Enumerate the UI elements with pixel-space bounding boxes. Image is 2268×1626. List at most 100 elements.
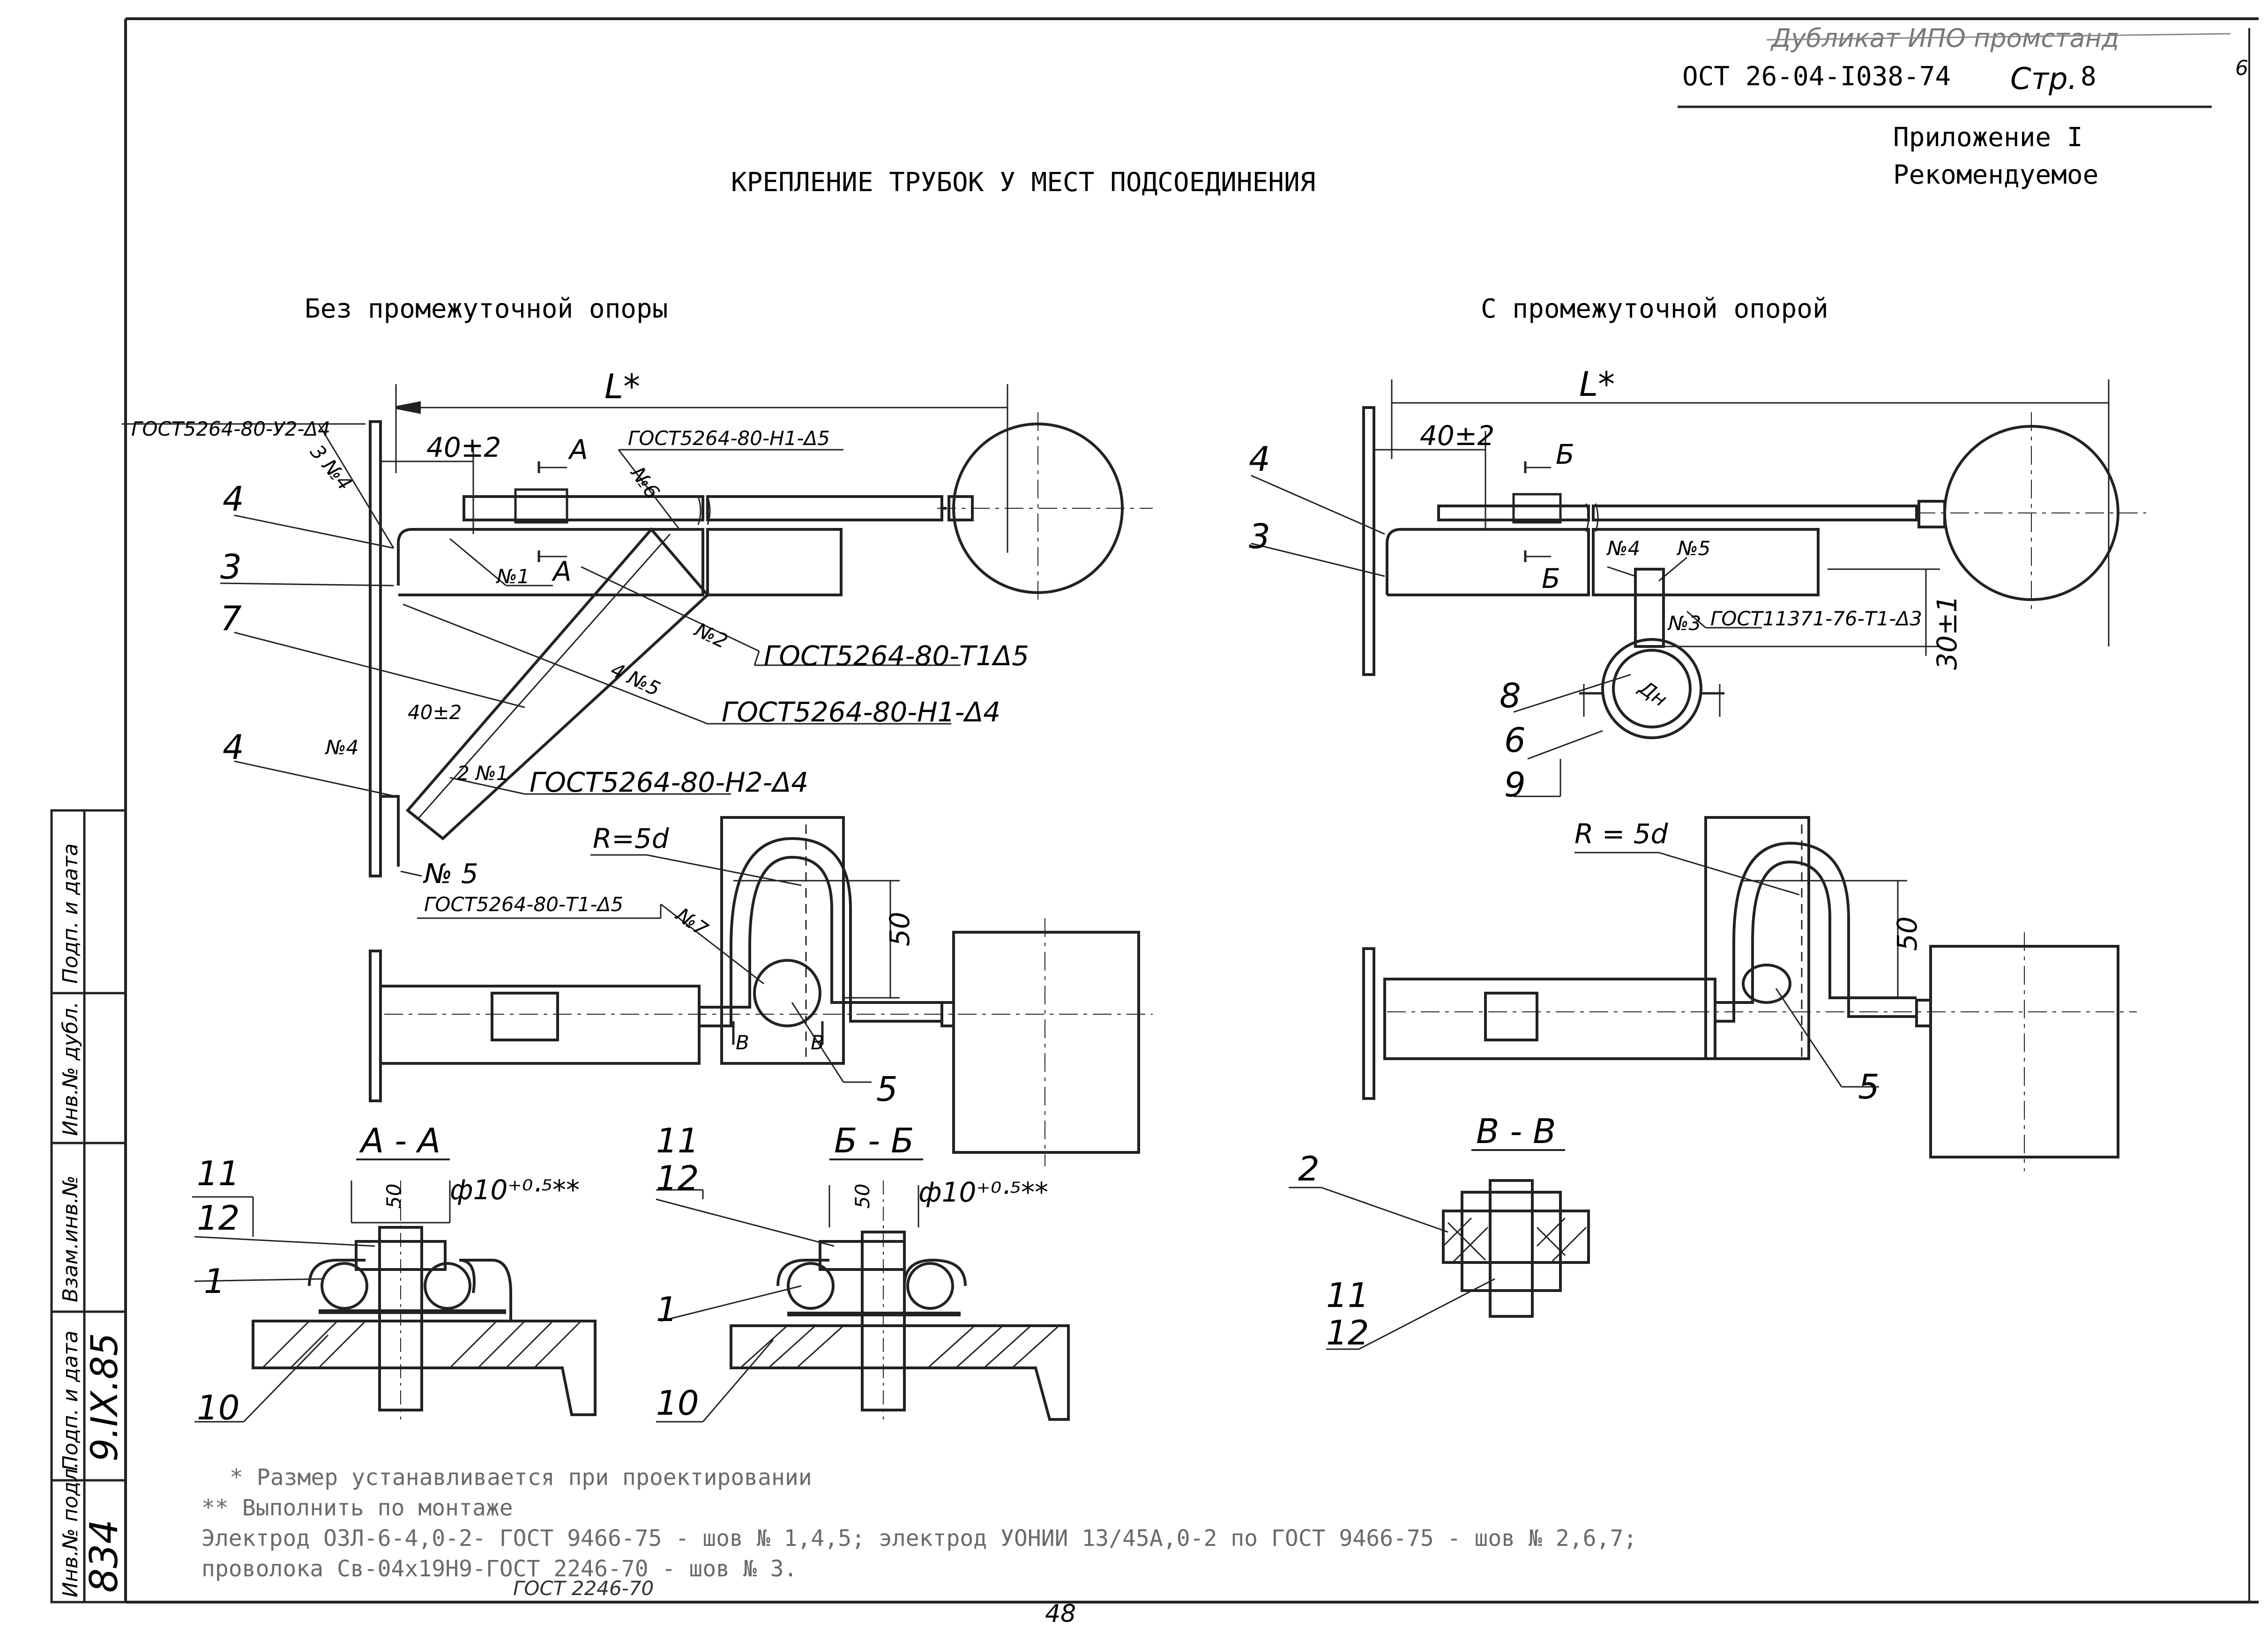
- header-block: ОСТ 26-04-I038-74 Стр. 8 Дубликат ИПО пр…: [1678, 23, 2248, 190]
- note-strike-insert: ГОСТ 2246-70: [513, 1577, 654, 1600]
- right-section-b: Б: [1556, 438, 1574, 470]
- right-weld-no3: №3: [1667, 612, 1701, 635]
- left-part-5: 5: [876, 1069, 898, 1109]
- left-weld-no4-low: №4: [325, 736, 358, 759]
- left-gost-n1-5: ГОСТ5264-80-Н1-Δ5: [628, 427, 830, 450]
- right-heading: С промежуточной опорой: [1481, 294, 1828, 324]
- left-weld-no5-low: № 5: [423, 858, 478, 890]
- left-section-a: А: [567, 434, 588, 466]
- page-number: 8: [2081, 61, 2096, 92]
- left-bottom-labels: R=5d ГОСТ5264-80-Т1-Δ5 №7 50 В В 5: [424, 823, 916, 1109]
- left-gost-t1-5: ГОСТ5264-80-Т1Δ5: [764, 640, 1029, 672]
- right-gost-11371: ГОСТ11371-76-Т1-Δ3: [1710, 607, 1922, 630]
- left-part-4-low: 4: [223, 728, 244, 767]
- left-dim-50: 50: [884, 912, 916, 946]
- left-weld-no5-mid: 4 №5: [607, 658, 664, 701]
- note-line-1: * Размер устанавливается при проектирова…: [230, 1464, 812, 1491]
- right-part-5: 5: [1858, 1067, 1880, 1106]
- left-section-b1: В: [736, 1031, 749, 1054]
- left-bottom-gost-t1-5: ГОСТ5264-80-Т1-Δ5: [424, 893, 623, 916]
- drawing-title: КРЕПЛЕНИЕ ТРУБОК У МЕСТ ПОДСОЕДИНЕНИЯ: [731, 167, 1315, 198]
- section-vv-title: В - В: [1476, 1112, 1556, 1151]
- left-weld-no1: №1: [496, 565, 530, 588]
- left-weld-no7: №7: [671, 903, 713, 941]
- side-stamp-labels: Подп. и дата Инв.№ дубл. Взам.инв.№ Подп…: [59, 843, 127, 1597]
- right-part-4: 4: [1249, 439, 1270, 479]
- section-vv-12: 12: [1326, 1313, 1369, 1352]
- section-aa-50: 50: [382, 1184, 405, 1209]
- left-part-7: 7: [220, 599, 242, 638]
- section-vv-11: 11: [1326, 1276, 1369, 1315]
- right-dim-length: L*: [1579, 364, 1615, 404]
- section-bb-50: 50: [851, 1184, 874, 1209]
- right-part-8: 8: [1500, 676, 1521, 715]
- right-top-labels: L* 40±2 Б Б 4 3 №4 №5 №3 ГОСТ11371-76-Т1…: [1249, 364, 1963, 804]
- section-bb-labels: Б - Б 11 12 1 10 50 ф10⁺⁰·⁵**: [656, 1121, 1048, 1423]
- left-dim-length: L*: [604, 367, 640, 406]
- section-bb-hole: ф10⁺⁰·⁵**: [918, 1176, 1048, 1208]
- left-dim-40-lower: 40±2: [408, 701, 462, 724]
- note-line-3: Электрод ОЗЛ-6-4,0-2- ГОСТ 9466-75 - шов…: [201, 1525, 1637, 1552]
- left-heading: Без промежуточной опоры: [305, 294, 668, 324]
- section-vv-2: 2: [1298, 1149, 1320, 1188]
- section-vv-labels: В - В 2 11 12: [1298, 1112, 1565, 1352]
- stamp-col-2: Инв.№ дубл.: [59, 1002, 82, 1136]
- right-top-view: [1251, 379, 2146, 797]
- right-part-9: 9: [1504, 765, 1526, 804]
- left-bottom-view: [369, 816, 1153, 1166]
- left-gost-u2: ГОСТ5264-80-У2-Δ4: [131, 417, 330, 440]
- page-label: Стр.: [2010, 62, 2077, 97]
- section-bb: [656, 1181, 1070, 1423]
- sheet-frame: [124, 17, 2259, 1604]
- section-aa-1: 1: [204, 1262, 225, 1301]
- right-bottom-labels: R = 5d 50 5: [1574, 818, 1923, 1106]
- section-bb-12: 12: [656, 1158, 699, 1198]
- standard-number: ОСТ 26-04-I038-74: [1682, 61, 1951, 92]
- recommended-label: Рекомендуемое: [1893, 160, 2098, 190]
- right-weld-no5: №5: [1677, 537, 1710, 560]
- section-aa-title: А - А: [359, 1121, 440, 1160]
- footer-page-number: 48: [1045, 1600, 1076, 1626]
- right-section-b2: Б: [1542, 563, 1560, 594]
- right-dim-30: 30±1: [1931, 595, 1963, 670]
- right-dim-40: 40±2: [1420, 420, 1494, 452]
- right-radius: R = 5d: [1574, 818, 1669, 850]
- left-weld-no1-low: 2 №1: [457, 762, 508, 785]
- section-vv: [1289, 1179, 1590, 1350]
- section-aa-hole: ф10⁺⁰·⁵**: [450, 1174, 580, 1206]
- section-bb-11: 11: [656, 1121, 699, 1160]
- section-bb-title: Б - Б: [834, 1121, 914, 1160]
- notes: * Размер устанавливается при проектирова…: [201, 1464, 1637, 1600]
- section-aa-labels: А - А 11 12 1 10 50 ф10⁺⁰·⁵**: [197, 1121, 580, 1427]
- stamp-col-5: Инв.№ подл.: [59, 1462, 82, 1597]
- right-weld-no4: №4: [1606, 537, 1640, 560]
- handwritten-strike: [1766, 33, 2231, 41]
- section-bb-1: 1: [656, 1290, 678, 1329]
- left-dim-40: 40±2: [426, 431, 501, 463]
- right-dn: Дн: [1634, 676, 1671, 711]
- left-section-b2: В: [811, 1031, 824, 1054]
- section-aa-11: 11: [197, 1154, 240, 1193]
- stamp-col-3: Взам.инв.№: [59, 1175, 82, 1302]
- left-section-a2: А: [551, 556, 572, 587]
- left-top-labels: L* 40±2 40±2 А А ГОСТ5264-80-У2-Δ4 ГОСТ5…: [131, 367, 1029, 890]
- stamp-col-4: Подп. и дата: [59, 1330, 82, 1471]
- stamp-inv-value: 834: [82, 1519, 127, 1593]
- left-part-4-top: 4: [223, 479, 244, 519]
- note-line-4: проволока Св-04х19Н9-ГОСТ 2246-70 - шов …: [201, 1556, 798, 1582]
- section-aa-12: 12: [197, 1198, 240, 1238]
- right-dim-50: 50: [1891, 916, 1923, 951]
- left-top-view: [122, 384, 1153, 877]
- right-part-3: 3: [1249, 517, 1270, 556]
- section-bb-10: 10: [656, 1383, 699, 1423]
- right-part-6: 6: [1504, 720, 1526, 760]
- left-radius: R=5d: [593, 823, 670, 854]
- section-aa-10: 10: [197, 1388, 240, 1427]
- left-weld-no4-top: 3 №4: [306, 440, 357, 495]
- note-line-2: ** Выполнить по монтаже: [201, 1495, 513, 1521]
- appendix-label: Приложение I: [1893, 122, 2083, 153]
- corner-mark: 6: [2235, 56, 2248, 80]
- left-part-3: 3: [220, 547, 242, 587]
- right-bottom-view: [1362, 816, 2137, 1171]
